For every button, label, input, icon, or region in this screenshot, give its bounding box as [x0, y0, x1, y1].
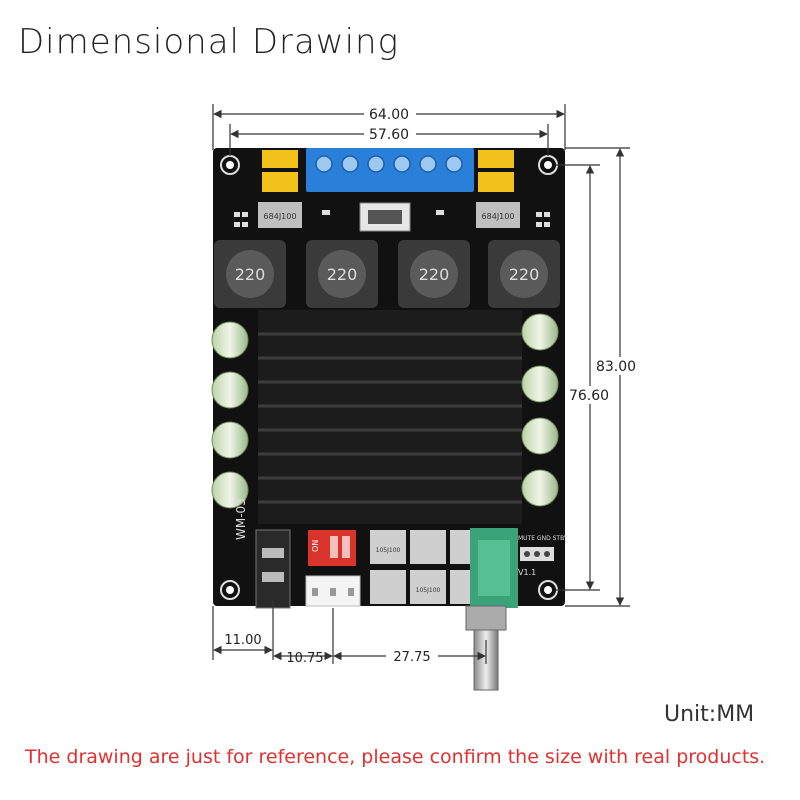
smd-parts [234, 210, 550, 227]
audio-jack [255, 529, 291, 609]
inductor-label: 220 [235, 265, 266, 284]
mounting-hole-bottom-left [220, 580, 240, 600]
switch-on-label: ON [311, 540, 320, 552]
dim-hole-spacing-width: 57.60 [369, 127, 409, 143]
page-title: Dimensional Drawing [18, 22, 400, 62]
dim-overall-width: 64.00 [369, 107, 409, 123]
cap-code-left: 684J100 [264, 212, 297, 221]
header-pins: MUTE GND STBY [518, 535, 568, 561]
inductor-label: 220 [509, 265, 540, 284]
model-label: WM-03 [234, 498, 248, 540]
film-capacitor-left: 684J100 [258, 202, 302, 228]
disclaimer-note: The drawing are just for reference, plea… [25, 746, 766, 768]
inductor-label: 220 [327, 265, 358, 284]
version-label: V1.1 [518, 568, 536, 577]
dim-knob-offset: 27.75 [393, 650, 430, 665]
cap-code-right: 684J100 [482, 212, 515, 221]
yellow-capacitors [262, 150, 514, 192]
small-cap-code: 105J100 [376, 547, 401, 554]
inductor-label: 220 [419, 265, 450, 284]
input-connector [305, 575, 361, 607]
dim-jack-spacing: 10.75 [286, 651, 323, 666]
header-pin-labels: MUTE GND STBY [518, 535, 568, 542]
dimension-lines [212, 104, 630, 664]
heatsink [258, 310, 522, 524]
potentiometer [470, 528, 518, 608]
speaker-terminal-block [306, 148, 474, 192]
electrolytic-capacitors-right [521, 313, 559, 507]
dim-hole-spacing-height: 76.60 [569, 388, 609, 404]
dip-switch: ON [308, 530, 356, 566]
unit-label: Unit:MM [664, 702, 755, 727]
film-capacitor-right: 684J100 [476, 202, 520, 228]
electrolytic-capacitors-left [211, 321, 249, 509]
dim-left-offset: 11.00 [224, 633, 261, 648]
small-cap-code: 105J100 [416, 587, 441, 594]
inductors: 220 220 220 220 [214, 240, 560, 308]
dim-overall-height: 83.00 [596, 359, 636, 375]
small-capacitors [370, 530, 472, 604]
